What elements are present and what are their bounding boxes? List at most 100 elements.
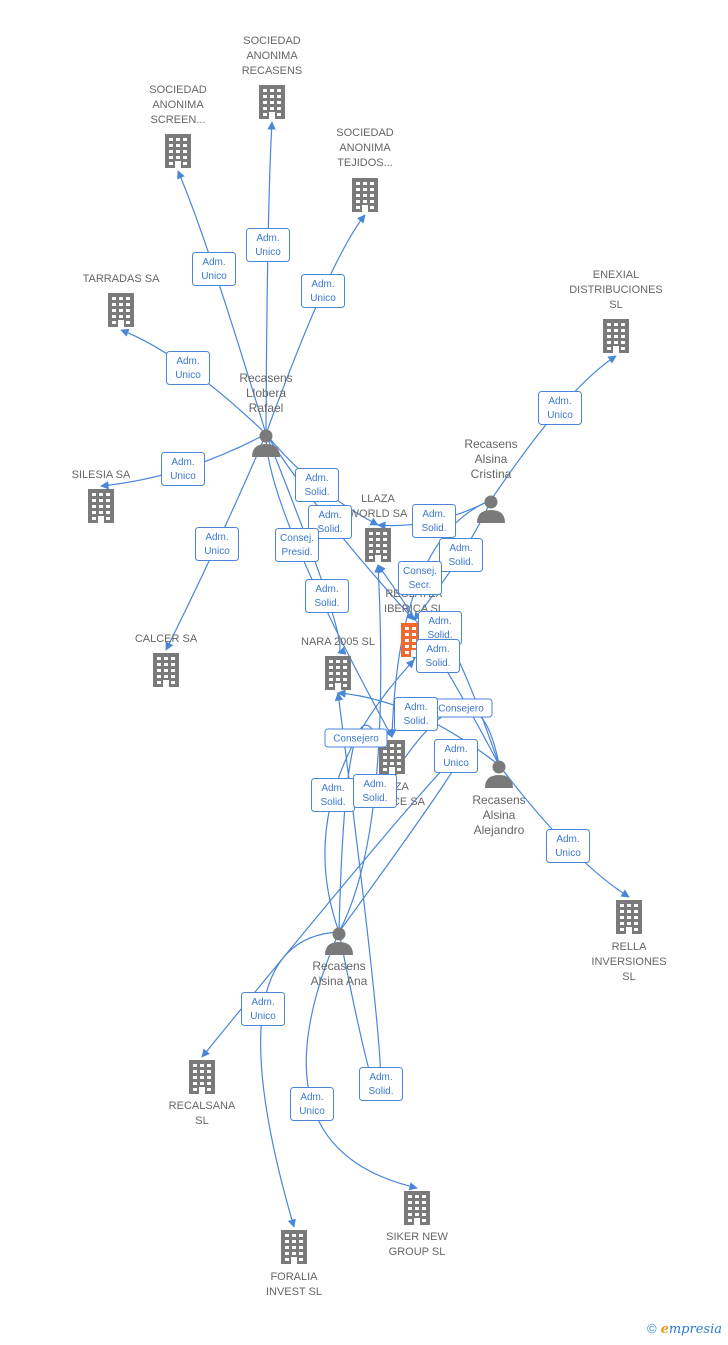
role-box[interactable]: Adm. Unico [241,992,285,1026]
company-label: LLAZA [361,493,395,505]
building-window [415,1195,419,1198]
role-box[interactable]: Adm.Solid. [305,579,349,613]
role-box[interactable]: Adm.Solid. [311,778,355,812]
role-box[interactable]: Adm.Solid. [412,504,456,538]
building-window [119,309,123,312]
role-box-frame [546,829,590,863]
building-icon [616,900,642,934]
building-window [370,194,374,197]
role-box[interactable]: Adm. Unico [290,1087,334,1121]
building-window [422,1213,426,1216]
role-box[interactable]: Consej.Secr. [398,561,442,595]
role-text: Unico [175,370,201,381]
building-window [277,95,281,98]
building-window [607,329,611,332]
building-window [408,1219,412,1222]
company-node-sas[interactable]: SOCIEDADANONIMASCREEN... [149,84,207,168]
company-node-cal[interactable]: CALCER SA [135,633,198,687]
role-box[interactable]: Adm.Unico [192,252,236,286]
building-window [621,329,625,332]
building-window [627,922,631,925]
role-box[interactable]: Adm.Solid. [416,639,460,673]
building-window [277,107,281,110]
building-window [193,1088,197,1091]
role-box[interactable]: Adm.Solid. [394,697,438,731]
building-window [376,532,380,535]
company-label: DISTRIBUCIONES [569,284,663,296]
building-icon [325,656,351,690]
role-box[interactable]: Adm.Unico [246,228,290,262]
role-text: Consejero [333,734,379,745]
building-window [376,544,380,547]
brand-logo[interactable]: empresia [661,1322,722,1337]
role-text: Solid. [362,793,387,804]
building-window [92,493,96,496]
role-box[interactable]: Adm. Solid. [353,774,397,808]
building-window [263,89,267,92]
person-label: Alsina [483,808,516,822]
building-window [176,156,180,159]
role-box[interactable]: Adm.Solid. [418,611,462,645]
role-box[interactable]: Consejero [429,698,493,718]
building-window [112,303,116,306]
role-box[interactable]: Consejero [324,728,388,748]
role-text: Adm. [251,997,274,1008]
role-box[interactable]: Adm.Unico [161,452,205,486]
building-window [343,660,347,663]
building-door [411,650,417,657]
company-node-tar[interactable]: TARRADAS SA [83,273,160,327]
building-window [292,1246,296,1249]
role-text: Adm. [363,779,386,790]
building-window [263,113,267,116]
role-box[interactable]: Adm.Unico [166,351,210,385]
role-box[interactable]: Adm.Unico [195,527,239,561]
building-window [343,672,347,675]
role-box[interactable]: Adm.Solid. [295,468,339,502]
role-box[interactable]: Adm.Solid. [308,505,352,539]
building-window [106,493,110,496]
role-box[interactable]: Consej.Presid. [275,528,319,562]
role-box[interactable]: Adm.Solid. [439,538,483,572]
company-node-sil[interactable]: SILESIA SA [72,469,131,523]
company-node-nar[interactable]: NARA 2005 SL [301,636,375,690]
person-label: Rafael [249,401,284,415]
building-window [99,493,103,496]
brand-initial: e [660,1322,669,1337]
building-window [270,95,274,98]
role-box[interactable]: Adm.Unico [434,739,478,773]
role-text: Solid. [425,658,450,669]
building-window [157,663,161,666]
role-box[interactable]: Adm.Unico [538,391,582,425]
role-text: Unico [299,1106,325,1117]
company-node-sat[interactable]: SOCIEDADANONIMATEJIDOS... [336,127,394,212]
company-label: SL [609,299,622,311]
role-text: Unico [204,546,230,557]
company-label: SOCIEDAD [243,35,301,47]
role-text: Adm. [300,1092,323,1103]
building-window [126,309,130,312]
building-window [164,669,168,672]
building-window [171,681,175,684]
building-window [126,303,130,306]
role-box-frame [241,992,285,1026]
building-window [370,188,374,191]
role-box[interactable]: Adm.Unico [546,829,590,863]
building-door [291,1257,297,1264]
role-box[interactable]: Adm.Unico [301,274,345,308]
building-window [157,675,161,678]
role-text: Unico [250,1011,276,1022]
role-box[interactable]: Adm.Solid. [359,1067,403,1101]
building-window [614,335,618,338]
